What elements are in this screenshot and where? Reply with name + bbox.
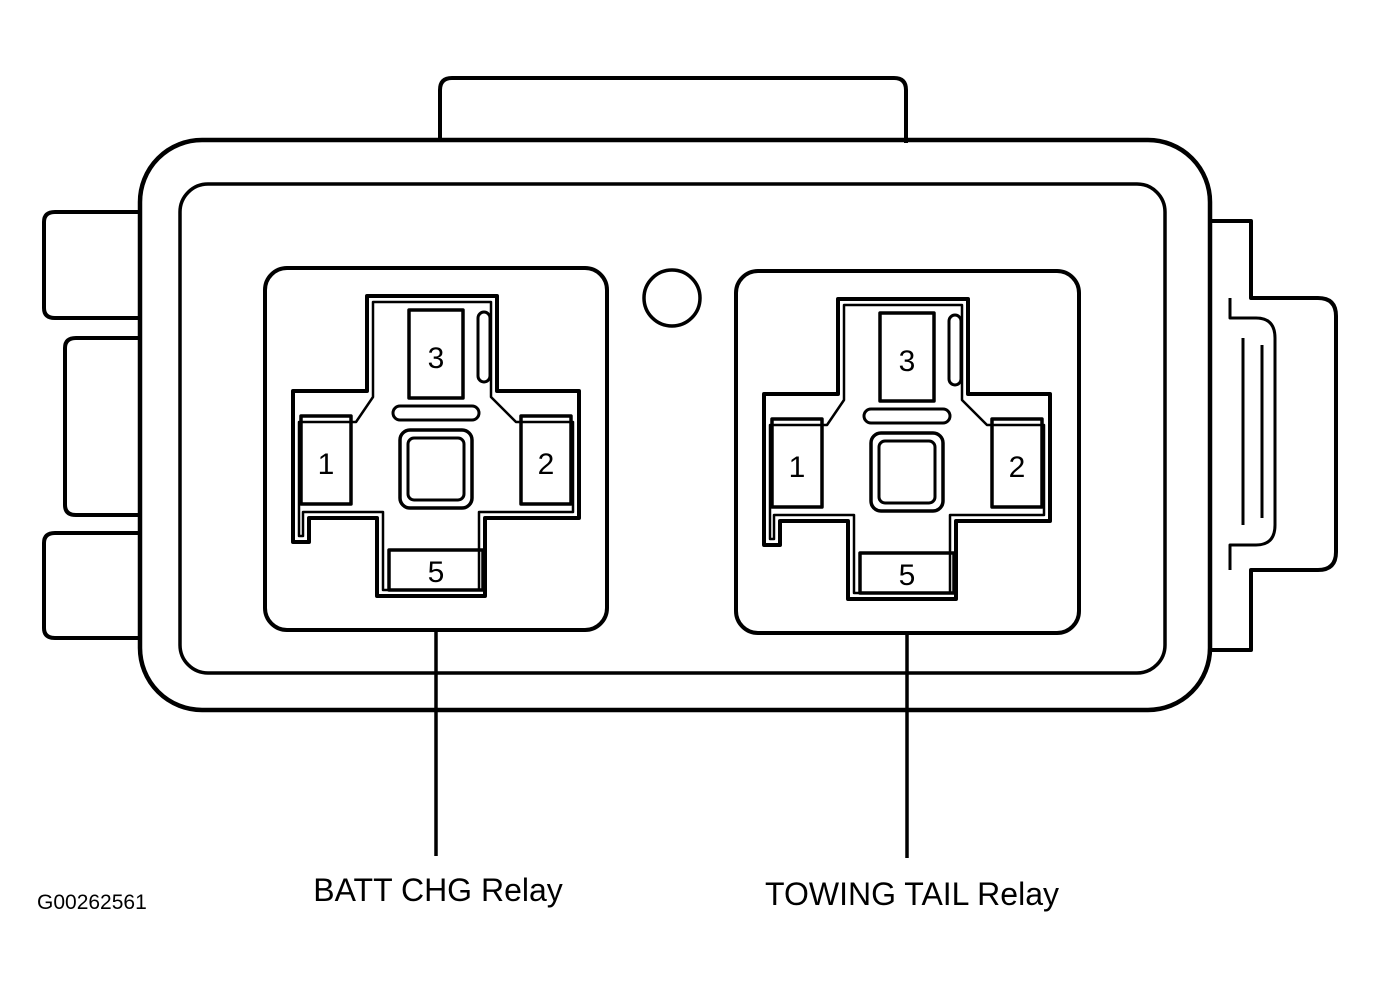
pin-slot-3 xyxy=(407,308,465,400)
pin-label-right-right: 2 xyxy=(1009,451,1026,484)
left-tab-upper xyxy=(42,210,140,320)
cross-inner-outline xyxy=(297,300,575,592)
relay-label-towing-tail: TOWING TAIL Relay xyxy=(765,876,1059,912)
pin-label-right-top: 3 xyxy=(899,345,916,378)
pin-slot-2 xyxy=(990,417,1044,509)
center-bar-slot xyxy=(862,407,952,425)
right-latch-slot xyxy=(1241,338,1264,525)
center-bar-slot xyxy=(391,404,481,422)
relay-socket-left xyxy=(263,266,609,632)
connector-body-outer xyxy=(137,137,1213,713)
pin-label-left-top: 3 xyxy=(428,342,445,375)
cross-outline xyxy=(762,297,1052,601)
pin-3-side-slot xyxy=(947,313,963,387)
left-tab-middle xyxy=(63,336,140,517)
pin-slot-3 xyxy=(878,311,936,403)
pin-slot-1 xyxy=(770,417,824,509)
right-latch xyxy=(1210,219,1338,652)
pin-slot-2 xyxy=(519,414,573,506)
center-mounting-hole xyxy=(642,268,702,328)
pin-label-right-bottom: 5 xyxy=(899,559,916,592)
top-tab xyxy=(438,76,908,143)
center-pin-outer xyxy=(398,428,474,510)
right-latch-inner xyxy=(1228,298,1277,570)
center-pin-inner xyxy=(406,436,466,502)
relay-label-batt-chg: BATT CHG Relay xyxy=(313,872,563,908)
relay-cross-left xyxy=(291,294,581,598)
pin-label-left-right: 2 xyxy=(538,448,555,481)
center-pin-inner xyxy=(877,439,937,505)
cross-outline xyxy=(291,294,581,598)
relay-cross-right xyxy=(762,297,1052,601)
center-pin-outer xyxy=(869,431,945,513)
figure-id: G00262561 xyxy=(37,891,147,914)
pin-slot-5 xyxy=(858,551,956,595)
connector-body-inner xyxy=(178,182,1167,675)
pin-label-right-left: 1 xyxy=(789,451,806,484)
cross-inner-outline xyxy=(768,303,1046,595)
pin-slot-1 xyxy=(299,414,353,506)
pin-label-left-left: 1 xyxy=(318,448,335,481)
pin-slot-5 xyxy=(387,548,485,592)
pin-3-side-slot xyxy=(476,310,492,384)
pin-label-left-bottom: 5 xyxy=(428,556,445,589)
left-tab-lower xyxy=(42,531,140,640)
